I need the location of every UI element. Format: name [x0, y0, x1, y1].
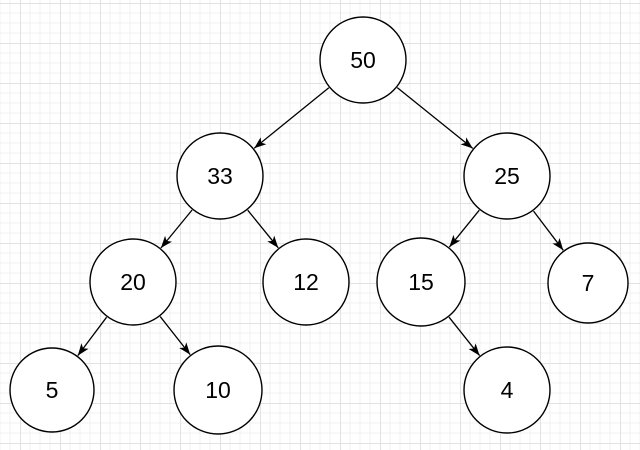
tree-edge-20-10[interactable] — [159, 316, 191, 356]
tree-node-15[interactable]: 15 — [376, 237, 466, 327]
node-label-12: 12 — [293, 269, 319, 295]
node-label-10: 10 — [205, 377, 231, 403]
node-label-33: 33 — [207, 163, 233, 189]
node-label-50: 50 — [350, 47, 376, 73]
tree-node-12[interactable]: 12 — [262, 238, 350, 326]
tree-node-20[interactable]: 20 — [89, 238, 177, 326]
tree-edge-50-33[interactable] — [253, 87, 330, 149]
tree-edge-25-15[interactable] — [448, 209, 480, 248]
node-label-15: 15 — [408, 269, 434, 295]
tree-node-4[interactable]: 4 — [463, 346, 551, 434]
tree-edge-25-7[interactable] — [533, 210, 564, 251]
tree-node-33[interactable]: 33 — [176, 132, 264, 220]
tree-edge-33-20[interactable] — [160, 209, 193, 249]
edge-layer — [77, 87, 564, 356]
node-label-25: 25 — [494, 163, 520, 189]
tree-node-10[interactable]: 10 — [173, 345, 263, 435]
node-circle-33[interactable] — [176, 132, 264, 220]
node-circle-10[interactable] — [173, 345, 263, 435]
tree-node-25[interactable]: 25 — [463, 132, 551, 220]
node-circle-4[interactable] — [463, 346, 551, 434]
node-circle-7[interactable] — [547, 242, 629, 324]
tree-edge-20-5[interactable] — [77, 316, 108, 356]
tree-edge-50-25[interactable] — [396, 87, 474, 149]
tree-node-5[interactable]: 5 — [9, 347, 95, 433]
node-circle-20[interactable] — [89, 238, 177, 326]
node-label-7: 7 — [582, 270, 595, 296]
node-circle-25[interactable] — [463, 132, 551, 220]
node-circle-50[interactable] — [319, 16, 407, 104]
node-circle-15[interactable] — [376, 237, 466, 327]
node-label-20: 20 — [120, 269, 146, 295]
node-layer: 50 33 25 20 12 15 7 5 10 4 — [9, 16, 629, 435]
node-circle-5[interactable] — [9, 347, 95, 433]
tree-node-50[interactable]: 50 — [319, 16, 407, 104]
tree-node-7[interactable]: 7 — [547, 242, 629, 324]
tree-edge-33-12[interactable] — [247, 209, 279, 249]
node-circle-12[interactable] — [262, 238, 350, 326]
tree-edge-15-4[interactable] — [448, 316, 481, 356]
node-label-5: 5 — [46, 377, 59, 403]
node-label-4: 4 — [501, 377, 514, 403]
